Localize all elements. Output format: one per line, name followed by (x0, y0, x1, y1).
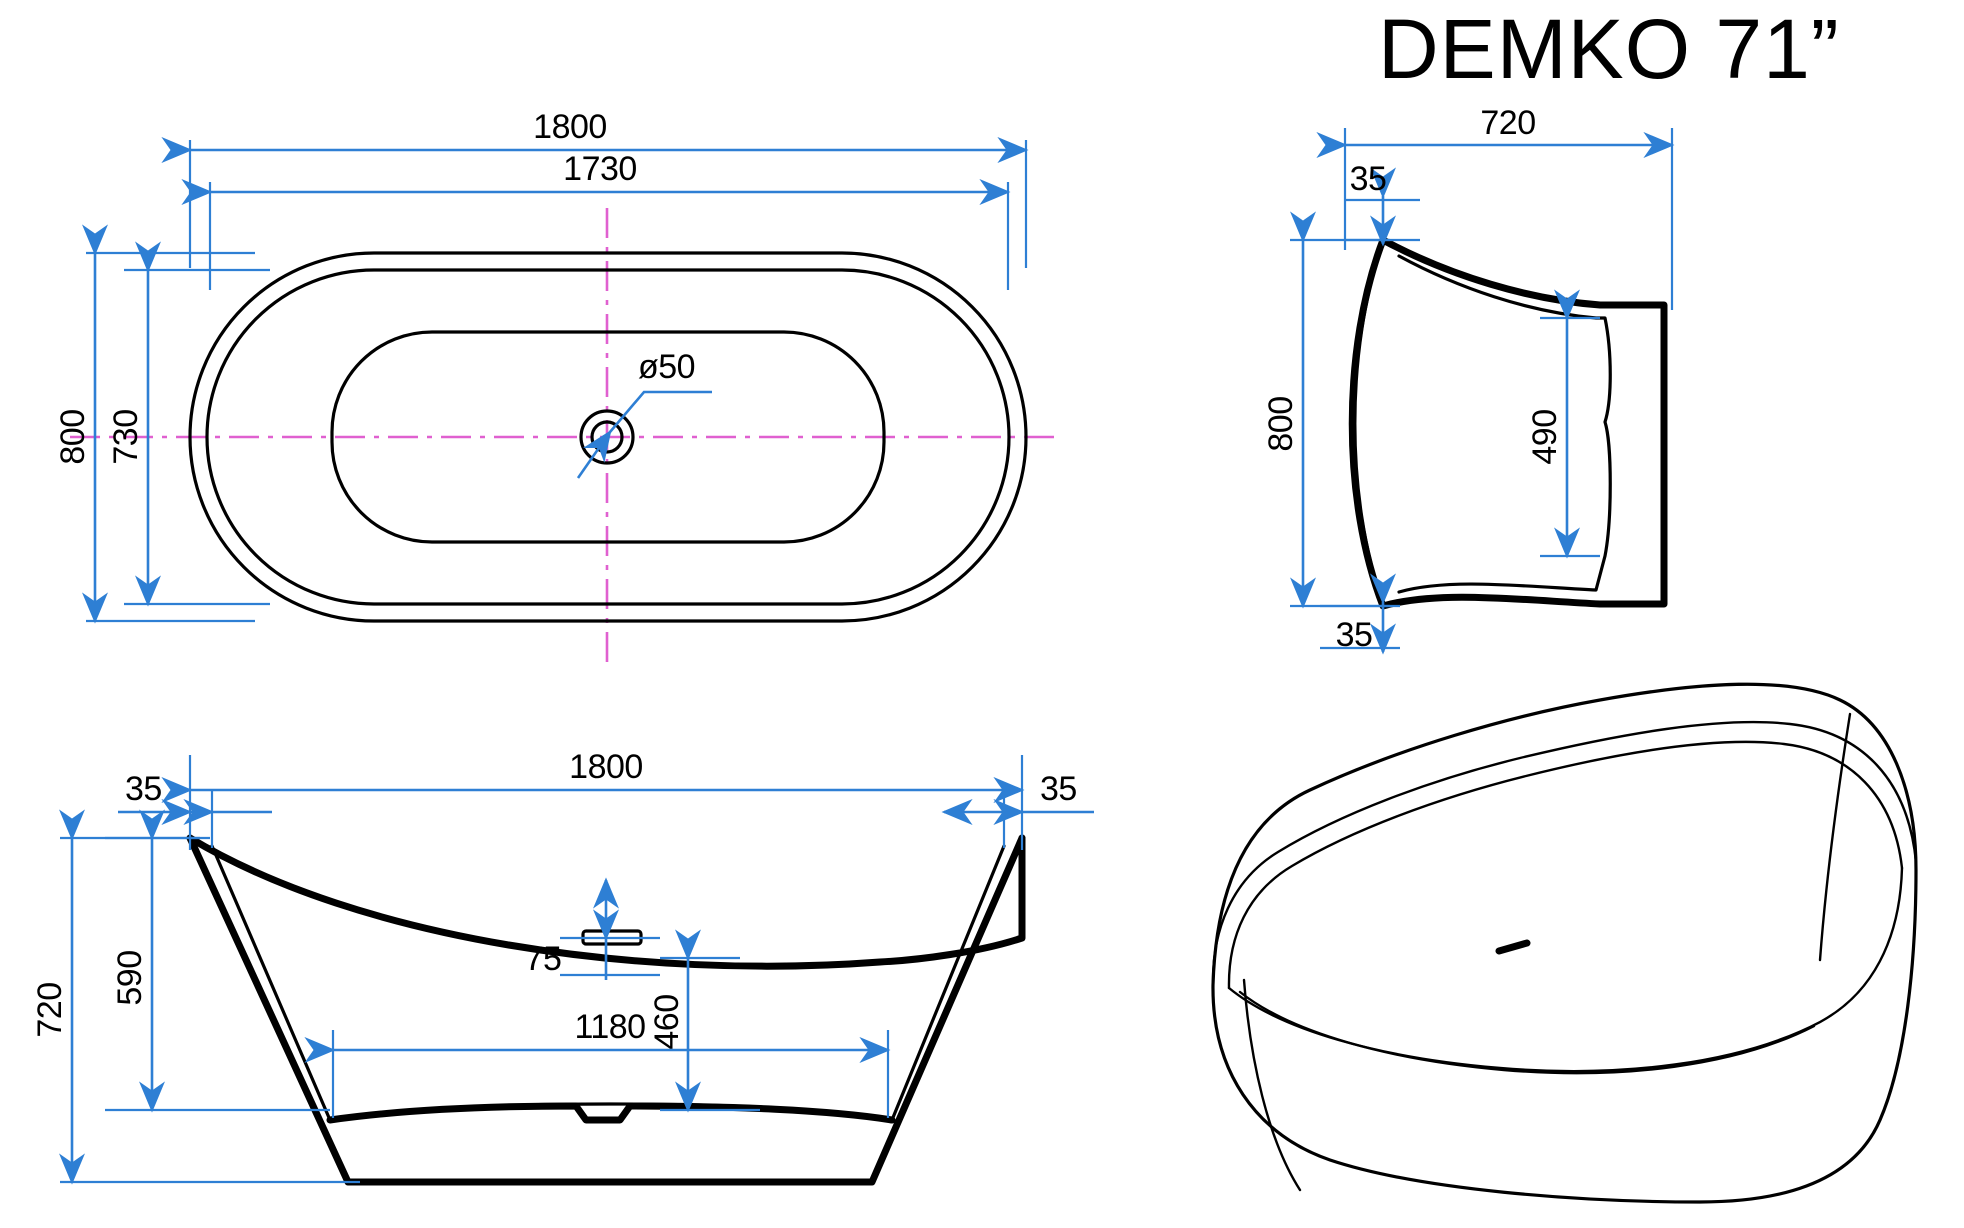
drain-diameter-label: ø50 (638, 348, 695, 386)
end-base-35-label: 35 (1336, 616, 1373, 654)
front-elevation-view: 1800 35 35 720 590 (31, 748, 1094, 1186)
drain-leader-arrow (576, 429, 612, 479)
end-inner-490-label: 490 (1526, 409, 1564, 464)
plan-basin-outline (330, 330, 886, 544)
front-depth-460-label: 460 (648, 994, 686, 1049)
end-width-720-label: 720 (1480, 104, 1535, 142)
plan-length-1800-label: 1800 (533, 108, 607, 146)
drain-leader-line (609, 390, 712, 433)
perspective-3d-view (1211, 682, 1918, 1204)
drain-outer-circle (579, 409, 635, 465)
persp-basin-interior (1227, 866, 1904, 1073)
top-plan-view: ø50 1800 1730 800 730 (54, 108, 1063, 670)
front-base-1180-label: 1180 (574, 1008, 645, 1046)
persp-left-edge-crease (1242, 978, 1302, 1192)
persp-overflow-slot (1495, 939, 1531, 955)
front-wall-35-left-label: 35 (125, 770, 162, 808)
persp-rim-inner-line (1227, 740, 1904, 990)
end-view-inner-wall (1397, 254, 1612, 594)
front-outer-sides (186, 834, 1026, 1186)
plan-outer-rim (188, 251, 1028, 623)
persp-basin-interior-2 (1238, 990, 1816, 1075)
front-overflow-75-label: 75 (525, 940, 562, 978)
plan-length-1730-label: 1730 (563, 150, 637, 188)
front-basin-floor (326, 1102, 896, 1124)
front-inner-wall (210, 844, 1006, 1122)
end-elevation-view: 720 35 800 490 35 (1262, 104, 1675, 655)
page-title: DEMKO 71” (1378, 2, 1840, 96)
end-height-800-label: 800 (1262, 396, 1300, 451)
plan-width-730-label: 730 (107, 409, 145, 464)
persp-outer-body (1211, 682, 1918, 1204)
front-height-720-label: 720 (31, 982, 69, 1037)
front-length-1800-label: 1800 (569, 748, 643, 786)
plan-inner-rim (205, 268, 1011, 606)
persp-back-crease (1818, 712, 1852, 962)
front-rim-590-label: 590 (111, 950, 149, 1005)
end-rim-35-top-label: 35 (1350, 160, 1387, 198)
plan-width-800-label: 800 (54, 409, 92, 464)
front-wall-35-right-label: 35 (1040, 770, 1077, 808)
persp-rim-outer-line (1211, 720, 1918, 987)
end-view-rim-edge (1354, 241, 1385, 604)
end-view-outer-body (1348, 236, 1668, 610)
